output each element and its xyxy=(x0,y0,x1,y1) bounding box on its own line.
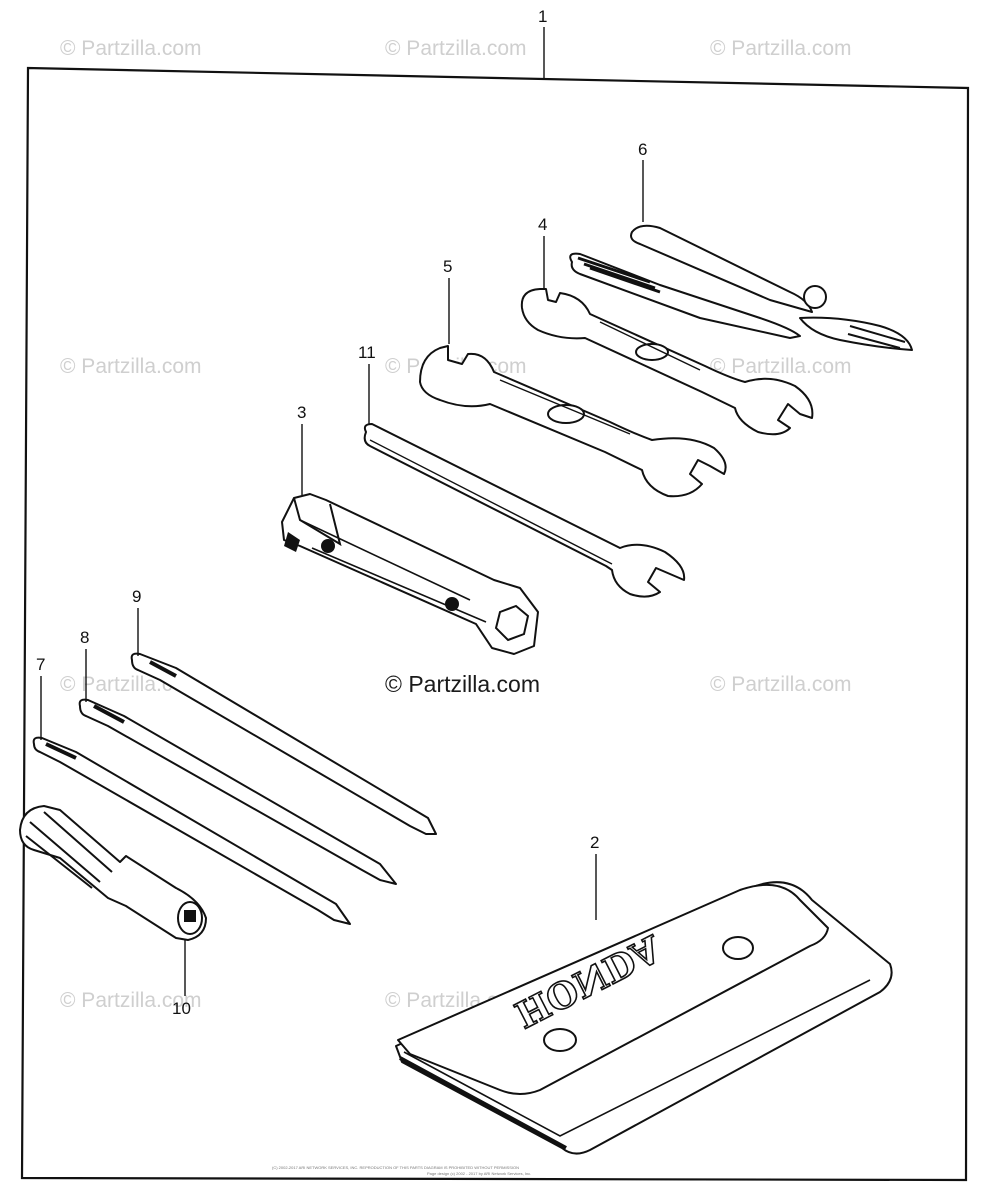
callout-9[interactable]: 9 xyxy=(132,587,141,606)
screwdriver-handle[interactable] xyxy=(19,805,207,941)
watermark: © Partzilla.com xyxy=(710,37,852,60)
callout-6[interactable]: 6 xyxy=(638,140,647,159)
watermark: © Partzilla.com xyxy=(60,989,202,1012)
center-watermark: © Partzilla.com xyxy=(385,671,540,697)
tommy-bar[interactable] xyxy=(363,423,686,598)
watermark-layer: © Partzilla.com © Partzilla.com © Partzi… xyxy=(60,37,852,1012)
wrench-5[interactable] xyxy=(419,345,727,498)
callout-2[interactable]: 2 xyxy=(590,833,599,852)
callout-7[interactable]: 7 xyxy=(36,655,45,674)
callout-10[interactable]: 10 xyxy=(172,999,191,1018)
callout-11[interactable]: 11 xyxy=(358,343,376,362)
kit-boundary xyxy=(20,66,970,1182)
screwdriver-phillips-7[interactable] xyxy=(32,736,351,925)
callout-4[interactable]: 4 xyxy=(538,215,547,234)
pliers[interactable] xyxy=(569,224,913,351)
watermark: © Partzilla.com xyxy=(385,37,527,60)
tool-bag[interactable]: HONDA xyxy=(395,881,893,1155)
callout-8[interactable]: 8 xyxy=(80,628,89,647)
footer-copyright: (C) 2002-2017 ARI NETWORK SERVICES, INC.… xyxy=(272,1165,519,1170)
callout-5[interactable]: 5 xyxy=(443,257,452,276)
callout-3[interactable]: 3 xyxy=(297,403,306,422)
wrench-4[interactable] xyxy=(520,288,814,436)
footer-page-design: Page design (c) 2002 - 2017 by ARI Netwo… xyxy=(427,1171,531,1176)
spark-plug-wrench[interactable] xyxy=(281,493,539,655)
callout-1[interactable]: 1 xyxy=(538,7,547,26)
watermark: © Partzilla.com xyxy=(60,37,202,60)
watermark: © Partzilla.com xyxy=(710,355,852,378)
watermark: © Partzilla.com xyxy=(60,355,202,378)
screwdriver-phillips-8[interactable] xyxy=(78,698,397,885)
screwdriver-flat[interactable] xyxy=(130,652,437,835)
watermark: © Partzilla.com xyxy=(710,673,852,696)
